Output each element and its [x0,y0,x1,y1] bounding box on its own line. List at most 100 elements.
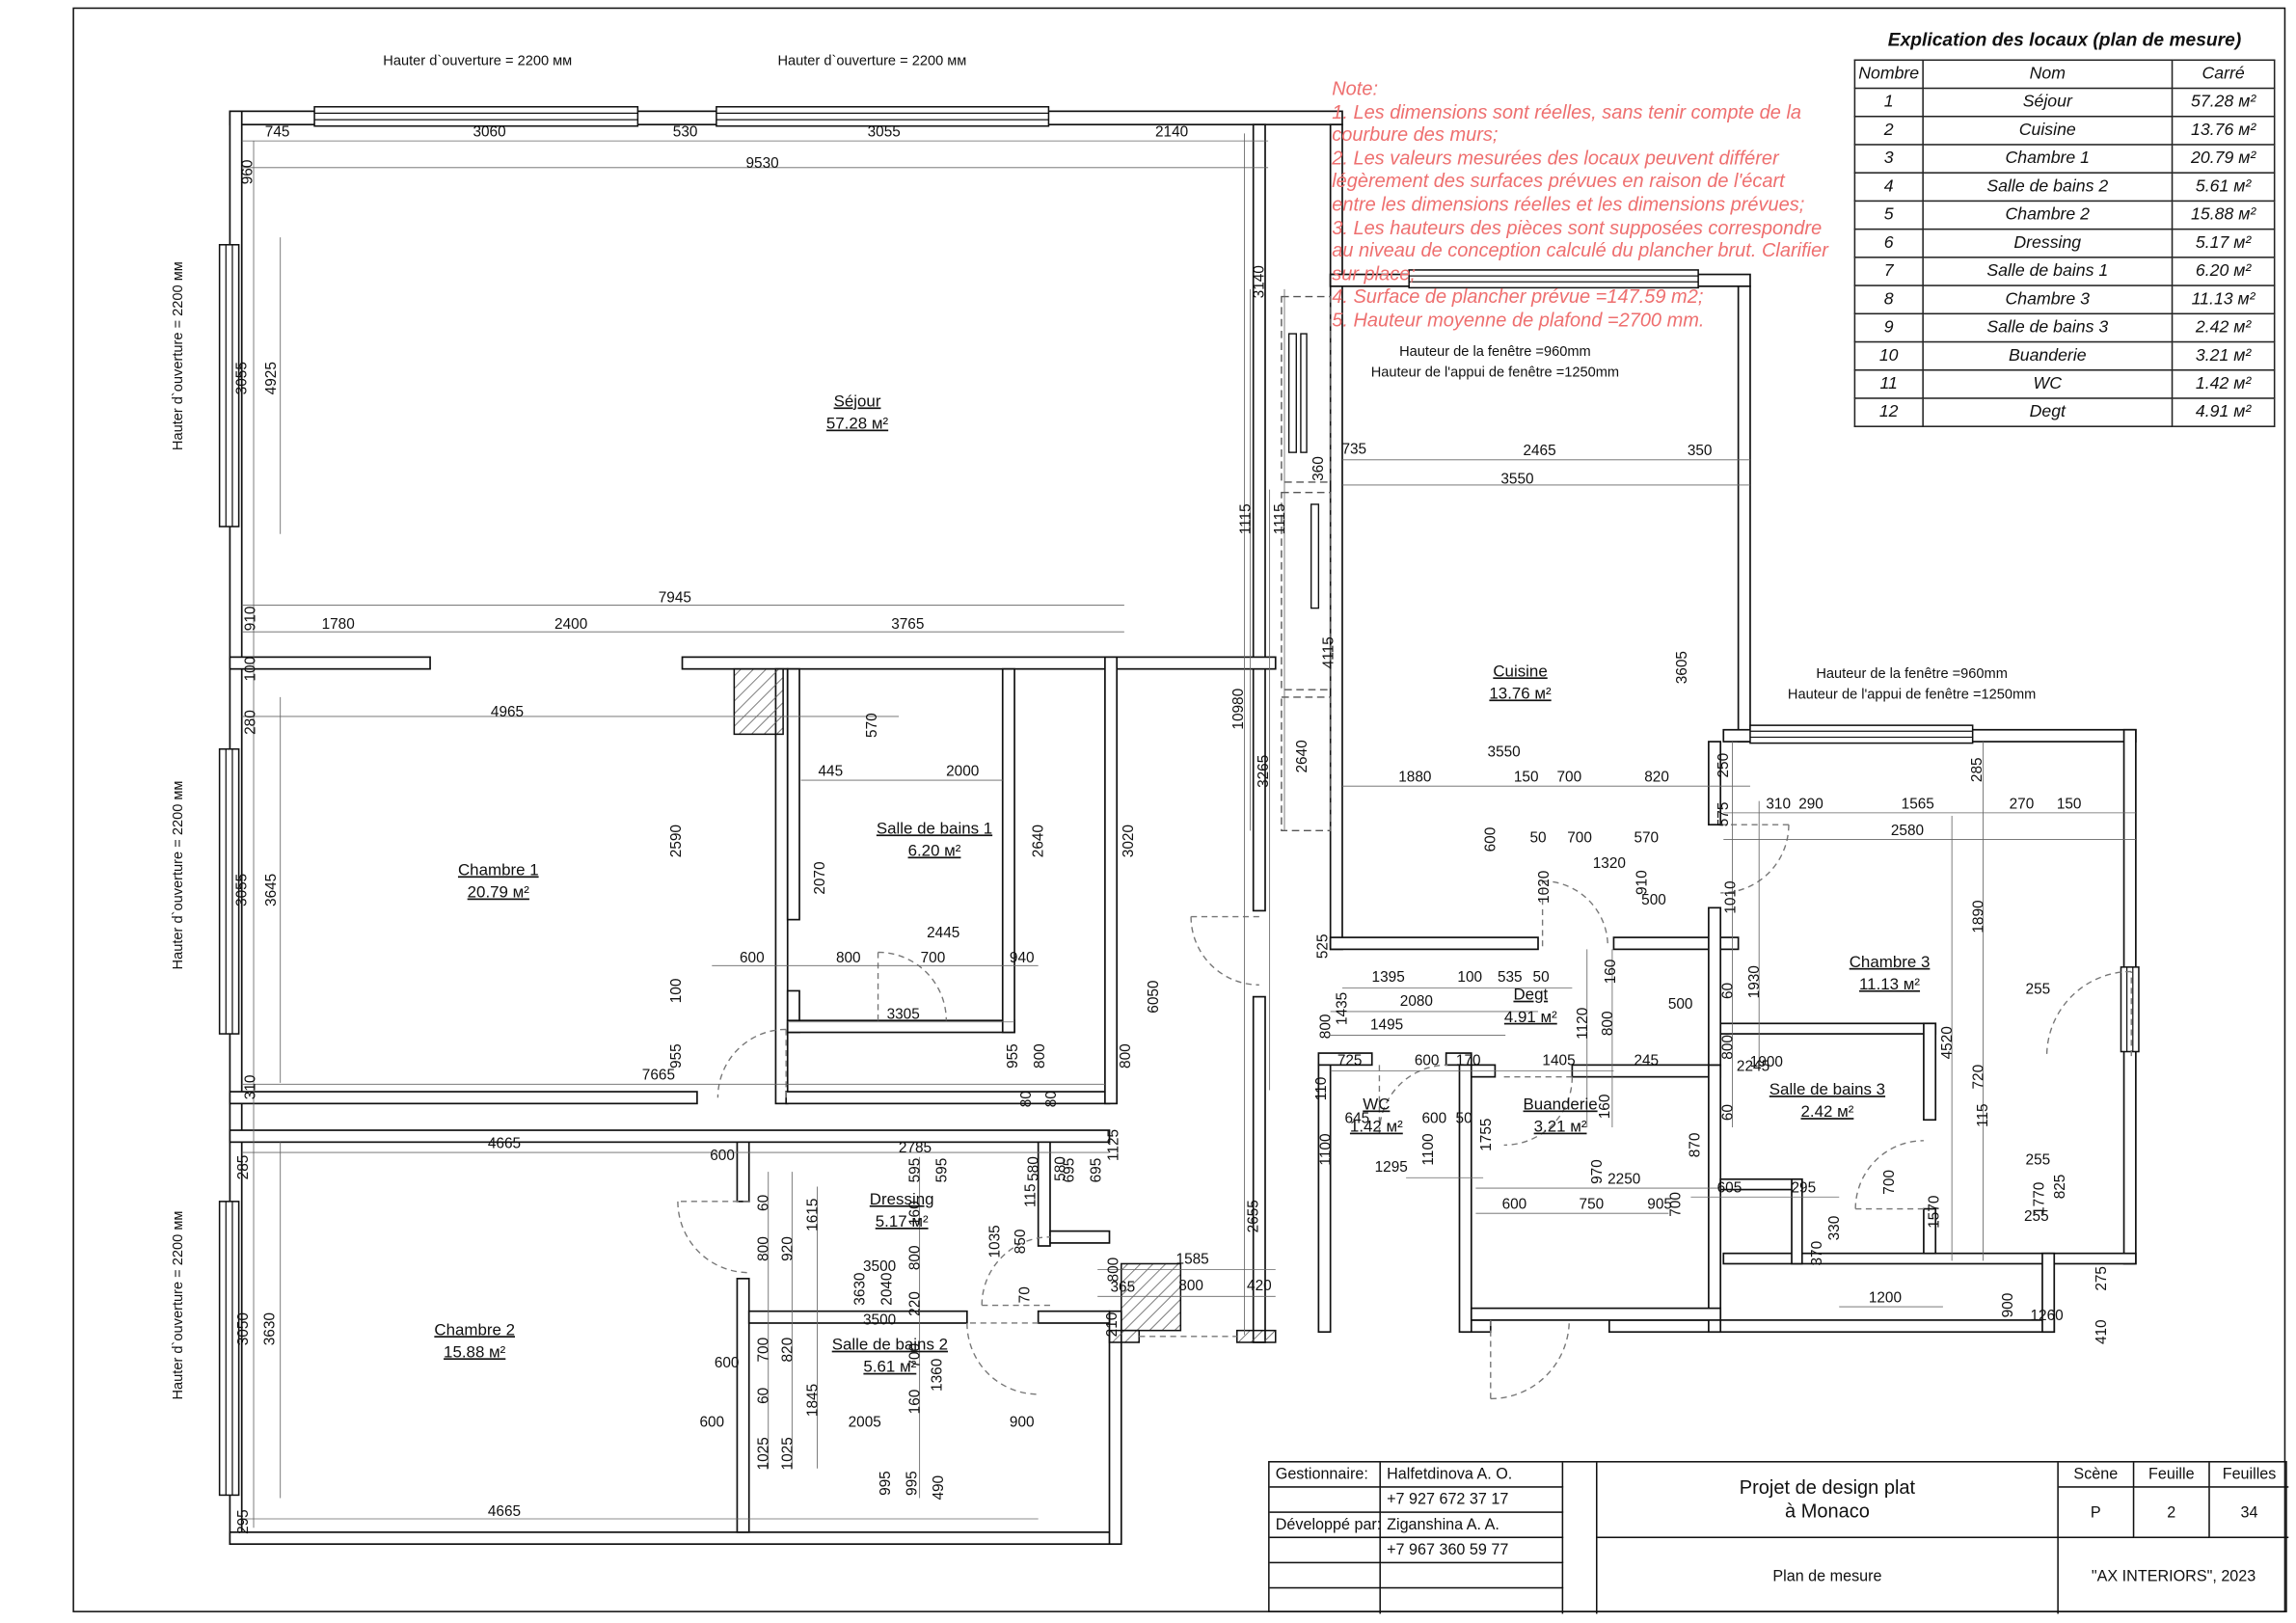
dim-label: 820 [1644,770,1669,786]
shaft-layer [1281,295,1332,832]
dim-label: 350 [1688,443,1713,459]
wall [1037,1310,1111,1324]
dim-label: 3500 [863,1312,896,1329]
dim-label: 4665 [488,1503,521,1520]
dim-label: 2400 [554,616,587,633]
developpe-label: Développé par: [1269,1512,1381,1539]
dim-label: 1025 [756,1437,772,1470]
opening-height-label: Hauter d`ouverture = 2200 мм [383,54,572,69]
dim-label: 995 [905,1471,921,1496]
dim-label: 700 [1556,770,1581,786]
dim-label: 280 [243,710,259,735]
wall [1708,741,1722,826]
dim-label: 600 [699,1415,724,1431]
wall [229,656,431,670]
riser [1300,333,1308,453]
dim-label: 60 [756,1388,772,1404]
room-name: Chambre 2 [434,1320,515,1339]
wall [1612,936,1740,951]
room-area: 3.21 м² [1534,1118,1587,1136]
dim-label: 2640 [1030,825,1046,857]
dim-label: 720 [1970,1065,1986,1090]
window [716,105,1050,127]
legend-cell-area: 6.20 м² [2171,257,2276,286]
dim-label: 3550 [1500,471,1533,487]
dim-label: 270 [2010,796,2035,812]
legend-cell-name: WC [1922,368,2174,399]
dim-label: 3630 [262,1312,279,1345]
window [313,105,639,127]
dim-label: 500 [1641,892,1666,908]
dim-label: 800 [836,950,861,966]
note-line: entre les dimensions réelles et les dime… [1332,192,1805,215]
dim-label: 1020 [1536,871,1553,904]
room-area: 20.79 м² [468,883,530,902]
legend-cell-name: Cuisine [1922,115,2174,146]
feuilles-value: 34 [2209,1488,2289,1539]
legend-cell-area: 2.42 м² [2171,312,2276,343]
dim-label: 310 [243,1075,259,1100]
legend-cell-name: Salle de bains 2 [1922,172,2174,203]
room-name: WC [1363,1095,1390,1113]
dim-label: 580 [1052,1156,1068,1181]
legend-cell-area: 57.28 м² [2171,87,2276,118]
dim-label: 800 [1118,1043,1134,1068]
legend-cell-name: Séjour [1922,87,2174,118]
wall [1104,656,1119,1105]
dim-label: 3060 [473,124,505,141]
opening-height-label: Hauter d`ouverture = 2200 мм [171,261,186,450]
dim-label: 595 [907,1158,924,1183]
window [1408,269,1699,289]
window [218,244,240,527]
wall [747,1310,968,1324]
dim-label: 3055 [233,362,250,394]
dim-label: 3500 [863,1258,896,1275]
project-title: Projet de design plat à Monaco [1597,1462,2059,1539]
dim-label: 695 [1062,1158,1078,1183]
dim-label: 800 [1720,1035,1737,1060]
dim-label: 115 [1023,1183,1040,1207]
dim-label: 800 [907,1245,924,1270]
dim-label: 735 [1341,442,1366,458]
dim-label: 2785 [899,1140,932,1156]
dim-label: 160 [907,1201,924,1226]
room-area: 13.76 м² [1489,684,1552,702]
legend-cell-number: 6 [1853,228,1924,258]
note-line: 1. Les dimensions sont réelles, sans ten… [1332,99,1802,123]
feuille-label: Feuille [2134,1462,2210,1488]
dim-label: 275 [2093,1266,2110,1291]
dim-label: 310 [1766,796,1791,812]
dim-label: 600 [1482,827,1499,852]
phone-1: +7 927 672 37 17 [1380,1487,1564,1513]
dim-label: 900 [2000,1293,2016,1318]
legend-cell-name: Buanderie [1922,340,2174,371]
developpe-value: Ziganshina A. A. [1380,1512,1564,1539]
dim-label: 1405 [1542,1052,1575,1068]
legend-cell-number: 5 [1853,200,1924,230]
dim-label: 420 [1247,1278,1272,1294]
dim-label: 70 [1016,1286,1033,1303]
dim-label: 695 [1088,1158,1104,1183]
riser [1310,503,1320,609]
dim-label: 255 [2024,1208,2049,1225]
note-line: 4. Surface de plancher prévue =147.59 m2… [1332,284,1704,308]
wall [229,1129,1111,1144]
room-area: 4.91 м² [1504,1008,1557,1026]
dim-label: 570 [864,713,880,738]
gestionnaire-value: Halfetdinova A. O. [1380,1462,1564,1488]
legend-cell-number: 2 [1853,115,1924,146]
legend-cell-number: 10 [1853,340,1924,371]
dim-label: 50 [1533,969,1550,986]
dim-label: 160 [1597,1095,1613,1120]
dim-label: 255 [2026,1151,2051,1168]
dim-label: 3305 [887,1007,920,1023]
red-notes-block: Note:1. Les dimensions sont réelles, san… [1332,77,1828,332]
title-block: Gestionnaire: Halfetdinova A. O. +7 927 … [1268,1461,2289,1614]
legend-cell-area: 5.17 м² [2171,228,2276,258]
feuilles-label: Feuilles [2209,1463,2289,1488]
dim-label: 3550 [1488,744,1521,760]
dim-label: 500 [1668,996,1693,1013]
